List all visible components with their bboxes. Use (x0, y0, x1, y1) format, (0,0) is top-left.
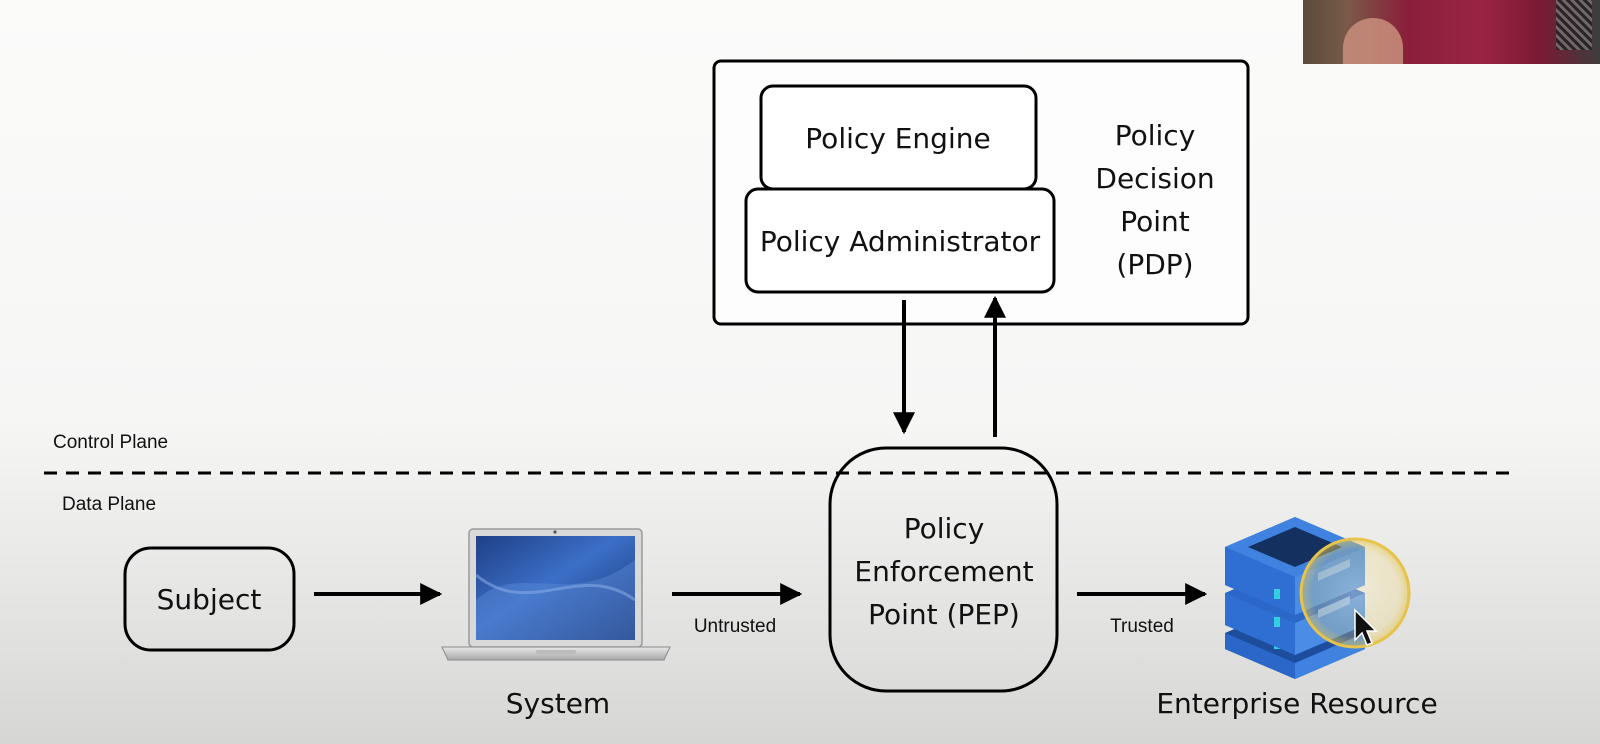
system-label: System (506, 687, 610, 720)
cursor-highlight-ring (1299, 537, 1411, 649)
enterprise-resource-label: Enterprise Resource (1156, 687, 1437, 720)
policy-engine-label: Policy Engine (805, 122, 990, 155)
presenter-hand (1343, 18, 1403, 64)
data-plane-label: Data Plane (62, 494, 156, 515)
cursor-icon (1354, 608, 1378, 646)
subject-box (123, 546, 296, 652)
untrusted-label: Untrusted (694, 616, 776, 637)
pep-box (828, 446, 1059, 693)
pdp-label-line-2: Decision (1095, 162, 1214, 195)
pep-label-line-3: Point (PEP) (868, 598, 1020, 631)
microphone-icon (1556, 0, 1592, 50)
policy-administrator-label: Policy Administrator (760, 225, 1041, 258)
policy-administrator-box (744, 187, 1056, 294)
pdp-label-line-3: Point (1120, 205, 1190, 238)
pep-label-line-2: Enforcement (854, 555, 1033, 588)
control-plane-label: Control Plane (53, 432, 168, 453)
pdp-label-line-1: Policy (1115, 119, 1196, 152)
pep-label-line-1: Policy (904, 512, 985, 545)
pdp-label-line-4: (PDP) (1116, 248, 1193, 281)
laptop-icon (441, 528, 671, 661)
presenter-webcam (1303, 0, 1600, 64)
subject-label: Subject (157, 583, 262, 616)
trusted-label: Trusted (1110, 616, 1174, 637)
